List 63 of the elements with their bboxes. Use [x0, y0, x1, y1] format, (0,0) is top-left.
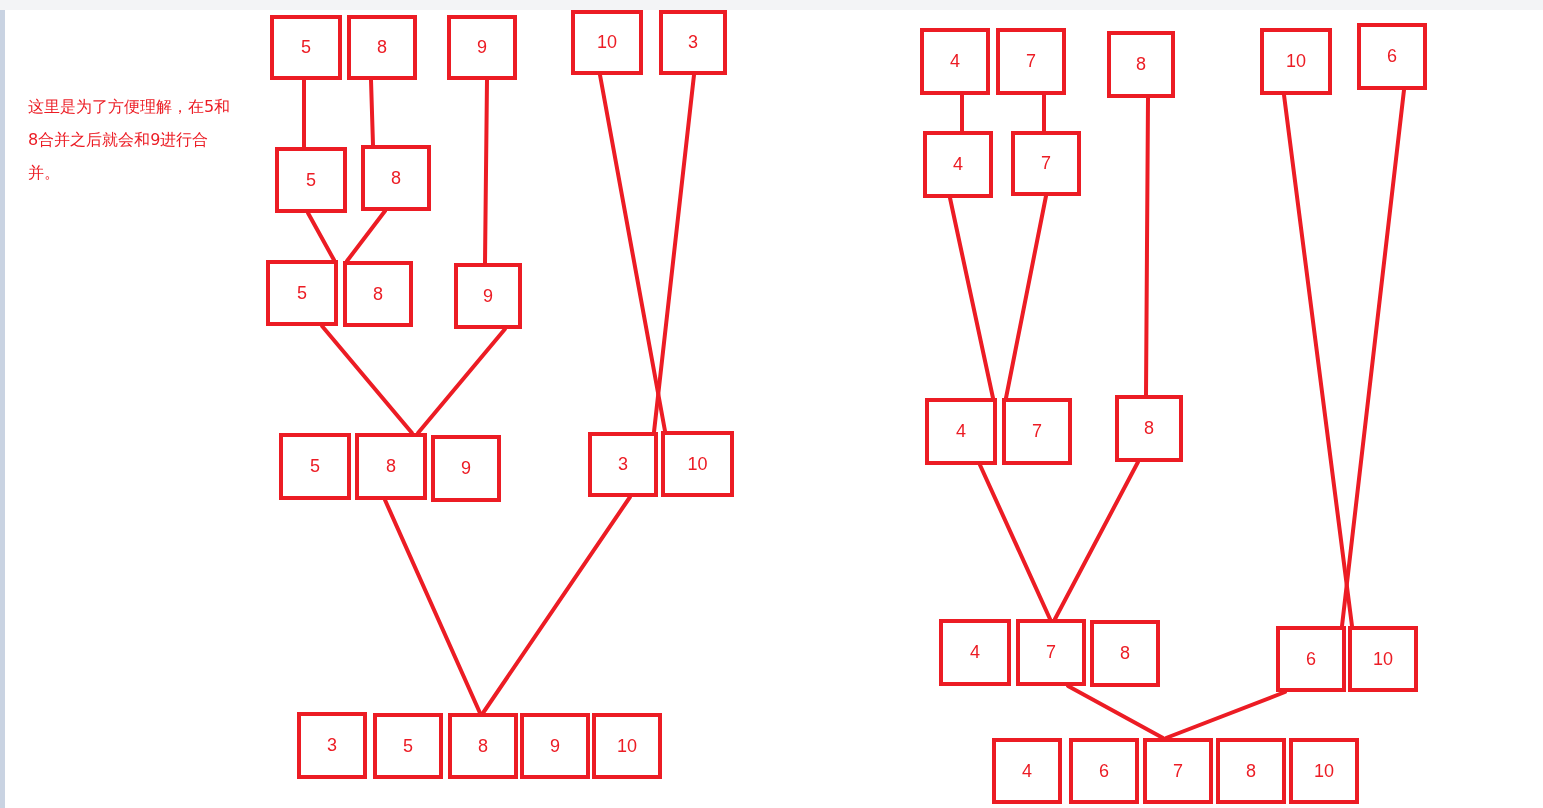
number-box: 5	[266, 260, 338, 326]
number-box: 7	[1011, 131, 1081, 196]
number-box: 4	[992, 738, 1062, 804]
connector-line	[978, 463, 1052, 621]
number-box: 7	[1002, 398, 1072, 465]
number-box: 4	[923, 131, 993, 198]
connector-line	[345, 209, 387, 263]
connector-line	[383, 498, 482, 715]
number-box: 3	[659, 10, 727, 75]
number-box: 7	[996, 28, 1066, 95]
number-box: 10	[571, 10, 643, 75]
number-box: 8	[1115, 395, 1183, 462]
number-box: 8	[448, 713, 518, 779]
connector-line	[1164, 690, 1287, 740]
number-box: 6	[1276, 626, 1346, 692]
connector-line	[1004, 194, 1048, 400]
connector-line	[948, 196, 995, 400]
connector-line	[1066, 684, 1165, 740]
number-box: 10	[661, 431, 734, 497]
number-box: 10	[1289, 738, 1359, 804]
connector-line	[598, 73, 667, 433]
number-box: 9	[447, 15, 517, 80]
number-box: 10	[1260, 28, 1332, 95]
number-box: 5	[373, 713, 443, 779]
connector-line	[369, 78, 375, 147]
connector-line	[416, 327, 507, 435]
number-box: 4	[920, 28, 990, 95]
number-box: 8	[361, 145, 431, 211]
number-box: 6	[1357, 23, 1427, 90]
number-box: 8	[1090, 620, 1160, 687]
number-box: 8	[347, 15, 417, 80]
connector-line	[1282, 93, 1354, 628]
number-box: 4	[939, 619, 1011, 686]
connector-line	[320, 324, 414, 435]
number-box: 10	[1348, 626, 1418, 692]
note-text: 这里是为了方便理解，在5和8合并之后就会和9进行合并。	[28, 96, 232, 184]
connector-line	[302, 78, 306, 149]
number-box: 9	[431, 435, 501, 502]
connector-line	[481, 495, 632, 715]
number-box: 6	[1069, 738, 1139, 804]
connector-line	[306, 211, 336, 262]
number-box: 5	[270, 15, 342, 80]
connector-line	[1053, 460, 1140, 621]
connector-line	[1042, 93, 1046, 133]
number-box: 7	[1143, 738, 1213, 804]
connector-line	[960, 93, 964, 133]
number-box: 5	[275, 147, 347, 213]
connector-line	[1340, 88, 1406, 628]
connector-line	[1144, 96, 1150, 397]
number-box: 9	[520, 713, 590, 779]
number-box: 8	[343, 261, 413, 327]
number-box: 3	[297, 712, 367, 779]
number-box: 5	[279, 433, 351, 500]
number-box: 7	[1016, 619, 1086, 686]
number-box: 8	[355, 433, 427, 500]
number-box: 3	[588, 432, 658, 497]
connector-line	[483, 78, 489, 265]
number-box: 10	[592, 713, 662, 779]
number-box: 9	[454, 263, 522, 329]
number-box: 4	[925, 398, 997, 465]
connector-line	[652, 73, 696, 434]
number-box: 8	[1216, 738, 1286, 804]
number-box: 8	[1107, 31, 1175, 98]
